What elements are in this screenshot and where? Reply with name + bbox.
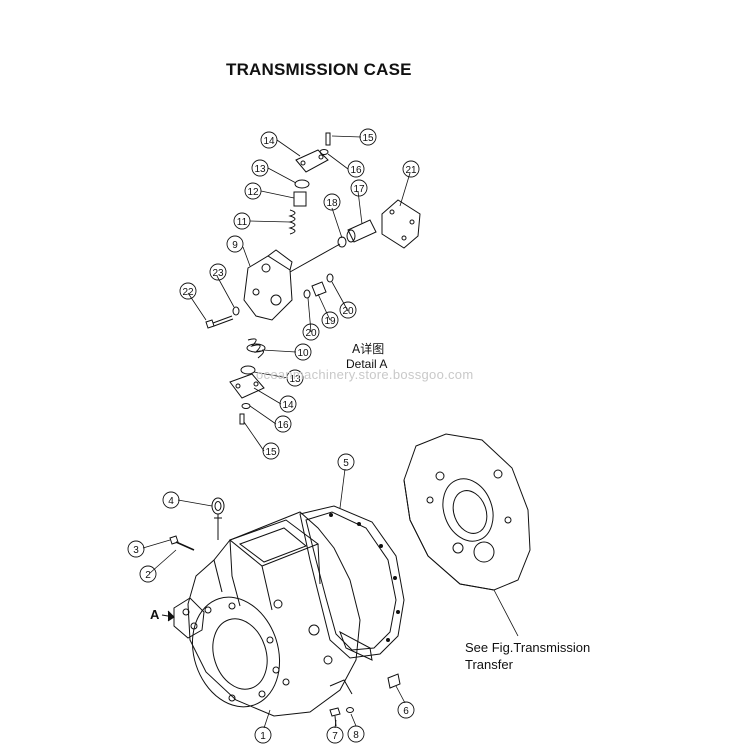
detail-a-leaders: [187, 135, 411, 452]
detail-label-cn: A详图: [352, 342, 385, 356]
callout-14-top: 14: [263, 136, 275, 147]
callout-22: 22: [182, 287, 194, 298]
detail-a-location: [161, 597, 205, 639]
callout-18: 18: [326, 198, 338, 209]
callout-15-bottom: 15: [265, 447, 277, 458]
callout-9: 9: [232, 240, 238, 251]
callout-13-bottom: 13: [289, 374, 301, 385]
callout-5: 5: [343, 458, 349, 469]
callout-20-left: 20: [305, 328, 317, 339]
view-marker-a: A: [150, 607, 160, 622]
callout-4: 4: [168, 496, 174, 507]
detail-label-en: Detail A: [346, 357, 388, 371]
watermark: oceanmachinery.store.bossgoo.com: [256, 367, 474, 382]
callout-1: 1: [260, 731, 266, 742]
callout-21: 21: [405, 165, 417, 176]
main-leaders: [142, 468, 519, 729]
callout-8: 8: [353, 730, 359, 741]
eyebolt: [211, 497, 225, 540]
callout-6: 6: [403, 706, 409, 717]
callout-16-bottom: 16: [277, 420, 289, 431]
callout-markers: [127, 128, 420, 744]
pin-and-screw: [169, 535, 195, 551]
callout-numbers: 14 15 16 13 12 11 9 17 18 21 23 22 20 19…: [133, 133, 417, 742]
callout-7: 7: [332, 731, 338, 742]
callout-20-right: 20: [342, 306, 354, 317]
reference-note-line1: See Fig.Transmission: [465, 640, 591, 655]
callout-12: 12: [247, 187, 259, 198]
callout-14-bottom: 14: [282, 400, 294, 411]
callout-2: 2: [145, 570, 151, 581]
callout-16-top: 16: [350, 165, 362, 176]
callout-17: 17: [353, 184, 365, 195]
callout-3: 3: [133, 545, 139, 556]
transmission-case: [187, 505, 405, 717]
callout-15-top: 15: [362, 133, 374, 144]
callout-23: 23: [212, 268, 224, 279]
callout-19: 19: [324, 316, 336, 327]
callout-10: 10: [297, 348, 309, 359]
transfer-cover: [403, 433, 531, 591]
callout-11: 11: [237, 217, 248, 228]
detail-a-assembly: [205, 132, 421, 425]
page-title: TRANSMISSION CASE: [226, 60, 412, 79]
callout-13-top: 13: [254, 164, 266, 175]
reference-note-line2: Transfer: [465, 657, 513, 672]
